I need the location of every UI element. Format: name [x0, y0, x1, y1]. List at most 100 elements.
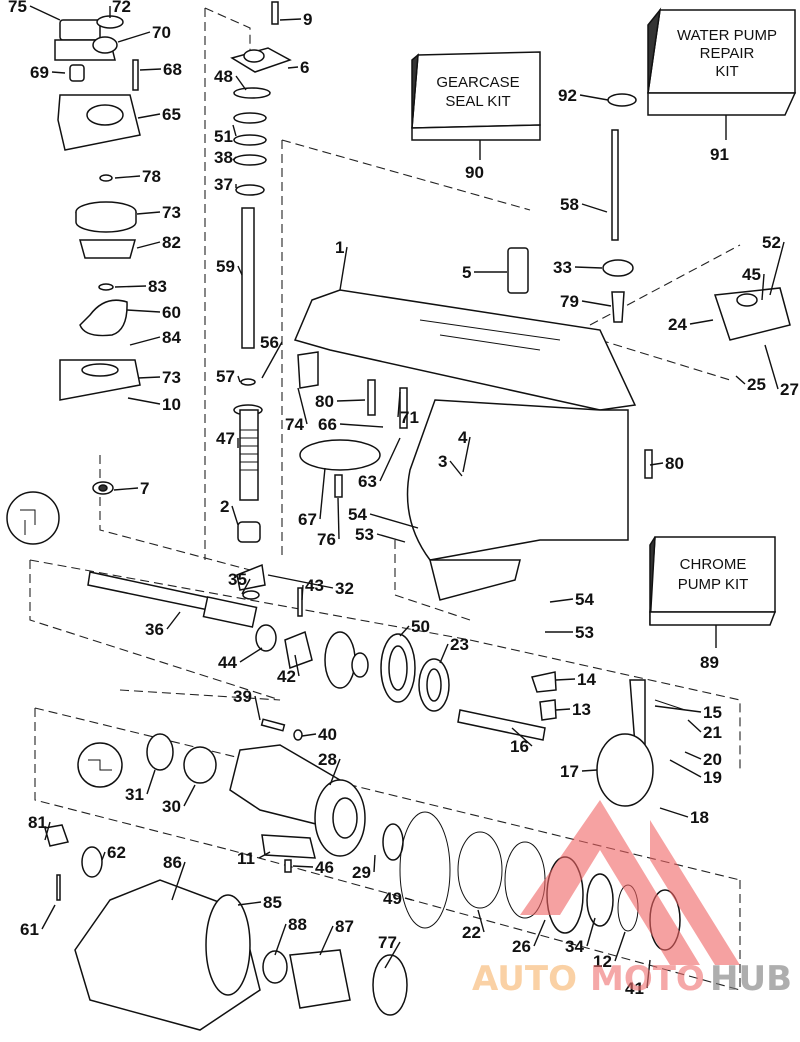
leader-line-15	[654, 705, 702, 713]
kit-boxes: GEARCASE SEAL KIT WATER PUMP REPAIR KIT …	[411, 7, 797, 648]
leader-line-44	[239, 647, 263, 663]
part-label-67: 67	[298, 510, 317, 529]
part-label-71: 71	[400, 408, 419, 427]
leader-line-28	[329, 758, 341, 786]
leader-line-54	[549, 598, 574, 603]
leader-line-25	[735, 375, 746, 385]
leader-line-84	[129, 336, 161, 346]
part-label-42: 42	[277, 667, 296, 686]
part-label-52: 52	[762, 233, 781, 252]
leader-line-39	[254, 695, 261, 721]
kit-89-line-2: PUMP KIT	[678, 576, 749, 593]
leader-line-20	[684, 751, 702, 760]
leader-line-14	[555, 678, 576, 681]
leader-line-73	[136, 211, 161, 215]
part-label-50: 50	[411, 617, 430, 636]
part-label-73: 73	[162, 368, 181, 387]
leader-line-54	[369, 513, 419, 529]
part-label-60: 60	[162, 303, 181, 322]
leader-line-35	[241, 578, 251, 595]
part-label-6: 6	[300, 58, 309, 77]
part-label-81: 81	[28, 813, 47, 832]
leader-lines	[29, 5, 785, 989]
leader-line-29	[373, 854, 376, 873]
leader-line-31	[146, 769, 156, 795]
part-label-87: 87	[335, 917, 354, 936]
leader-line-1	[339, 246, 348, 291]
part-label-16: 16	[510, 737, 529, 756]
leader-line-60	[126, 309, 161, 313]
leader-line-51	[232, 124, 237, 137]
kit-89-line-1: CHROME	[680, 556, 747, 573]
part-label-83: 83	[148, 277, 167, 296]
part-label-44: 44	[218, 653, 237, 672]
kit-number-91: 91	[710, 145, 729, 164]
leader-line-21	[687, 719, 702, 733]
part-label-51: 51	[214, 127, 233, 146]
part-label-86: 86	[163, 853, 182, 872]
leader-line-46	[292, 865, 314, 868]
part-label-2: 2	[220, 497, 229, 516]
leader-line-42	[294, 654, 300, 677]
leader-line-76	[337, 497, 340, 540]
part-label-58: 58	[560, 195, 579, 214]
part-label-77: 77	[378, 933, 397, 952]
leader-line-40	[301, 733, 317, 737]
leader-line-80	[649, 462, 664, 466]
part-label-76: 76	[317, 530, 336, 549]
part-label-15: 15	[703, 703, 722, 722]
part-label-48: 48	[214, 67, 233, 86]
part-label-78: 78	[142, 167, 161, 186]
leader-line-18	[659, 807, 689, 818]
leader-line-19	[669, 759, 702, 778]
kit-box-chrome-pump: CHROME PUMP KIT	[649, 536, 777, 648]
part-label-7: 7	[140, 479, 149, 498]
leader-line-79	[581, 300, 612, 307]
leader-line-4	[462, 436, 471, 473]
leader-line-83	[114, 285, 147, 288]
part-label-84: 84	[162, 328, 181, 347]
leader-line-23	[439, 643, 449, 664]
leader-line-73	[137, 376, 161, 379]
leader-line-16	[511, 727, 533, 747]
leader-line-82	[136, 241, 161, 249]
leader-line-7	[113, 487, 139, 491]
leader-line-61	[41, 904, 56, 930]
leader-line-30	[183, 784, 196, 807]
leader-line-38	[232, 156, 237, 161]
part-label-82: 82	[162, 233, 181, 252]
leader-line-92	[579, 94, 609, 101]
leader-line-59	[237, 265, 243, 276]
leader-line-81	[44, 821, 51, 841]
part-label-75: 75	[8, 0, 27, 16]
leader-line-77	[384, 941, 401, 969]
leader-line-48	[235, 75, 247, 91]
kit-90-line-1: GEARCASE	[436, 74, 519, 91]
leader-line-12	[614, 931, 626, 962]
part-label-36: 36	[145, 620, 164, 639]
part-label-56: 56	[260, 333, 279, 352]
part-label-31: 31	[125, 785, 144, 804]
part-label-39: 39	[233, 687, 252, 706]
kit-box-water-pump: WATER PUMP REPAIR KIT	[647, 7, 797, 140]
part-label-24: 24	[668, 315, 687, 334]
part-label-19: 19	[703, 768, 722, 787]
part-label-23: 23	[450, 635, 469, 654]
part-label-37: 37	[214, 175, 233, 194]
part-label-12: 12	[593, 952, 612, 971]
part-label-72: 72	[112, 0, 131, 16]
part-label-29: 29	[352, 863, 371, 882]
leader-line-22	[477, 909, 485, 933]
part-label-30: 30	[162, 797, 181, 816]
part-label-88: 88	[288, 915, 307, 934]
kit-number-90: 90	[465, 163, 484, 182]
leader-line-10	[127, 397, 161, 405]
leader-line-32	[267, 574, 334, 589]
part-label-34: 34	[565, 937, 584, 956]
part-label-22: 22	[462, 923, 481, 942]
part-label-9: 9	[303, 10, 312, 29]
kit-number-89: 89	[700, 653, 719, 672]
part-label-80: 80	[315, 392, 334, 411]
